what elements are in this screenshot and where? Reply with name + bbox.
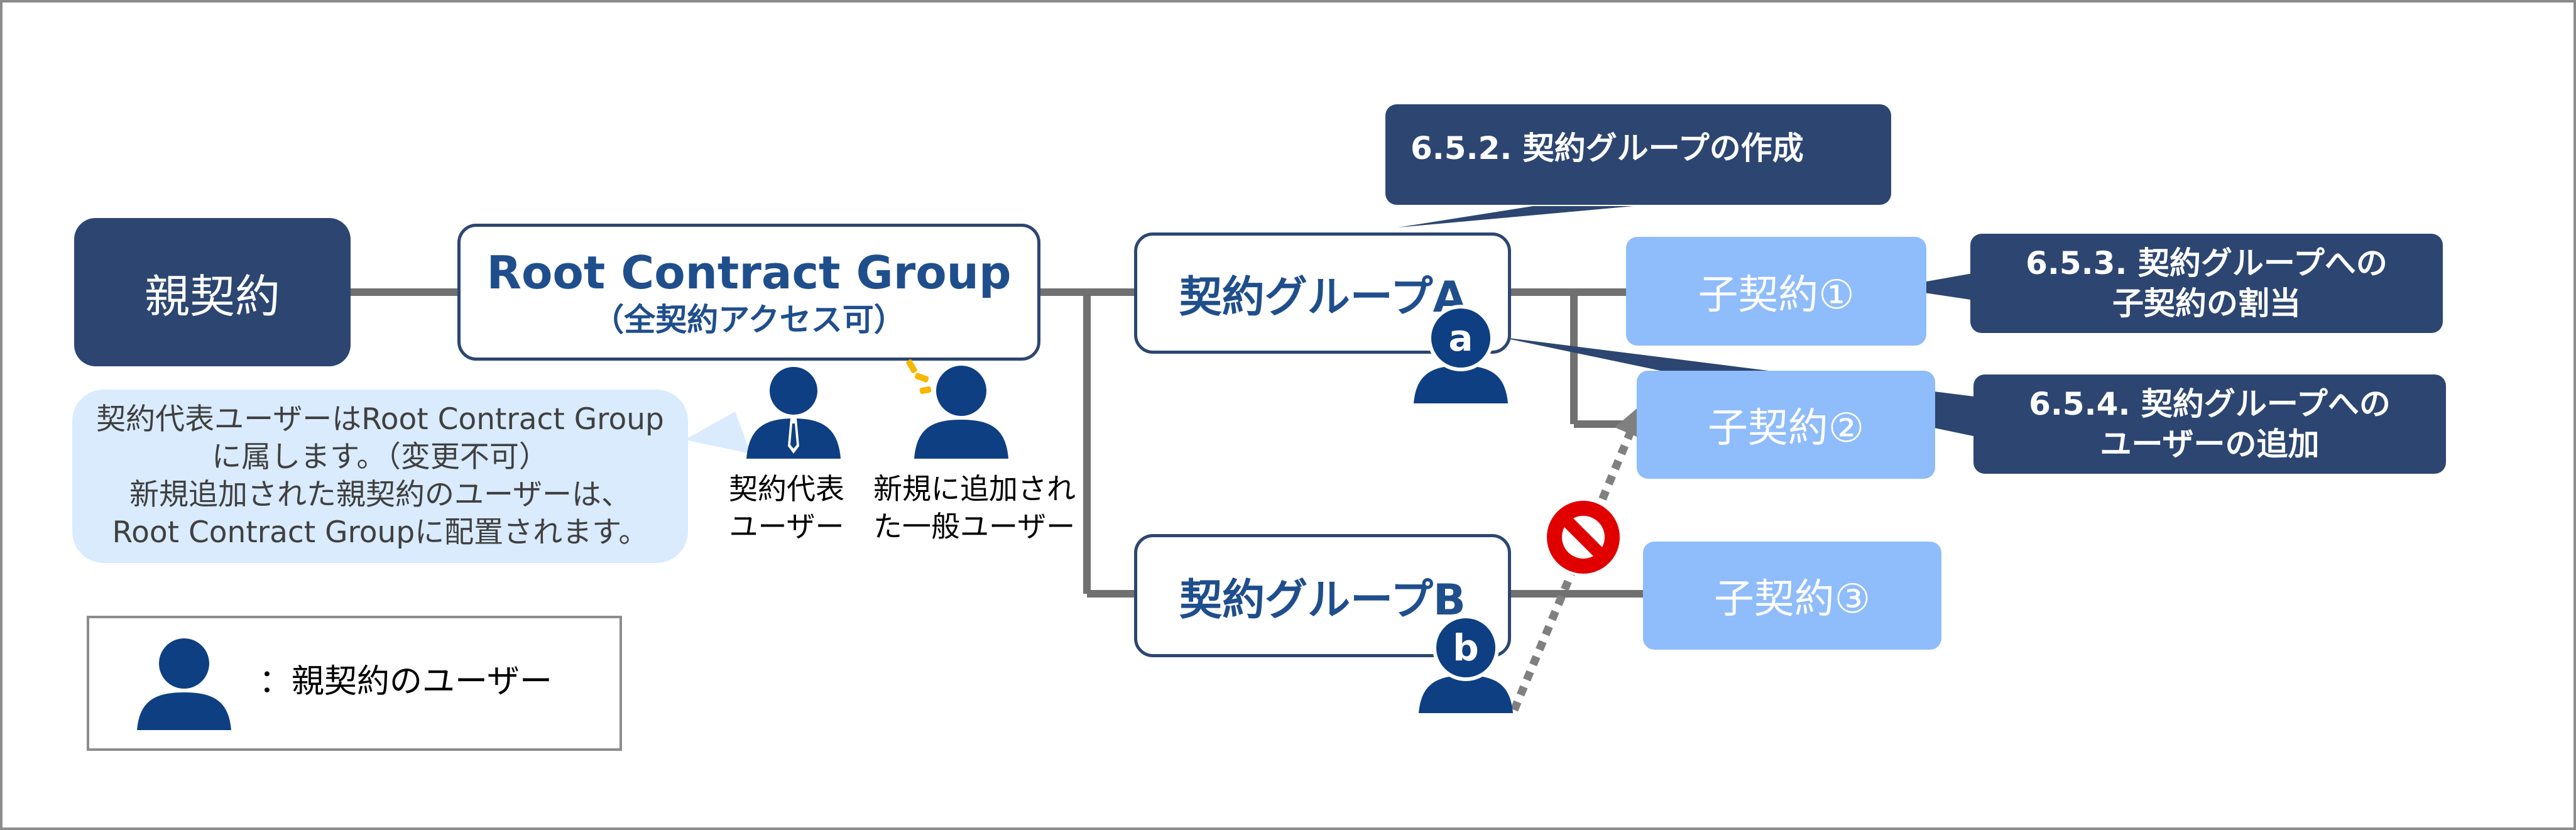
callout-create-group: 6.5.2. 契約グループの作成 [1385,104,1891,205]
callout-add-user: 6.5.4. 契約グループへの ユーザーの追加 [1973,374,2446,474]
root-group-title: Root Contract Group [486,246,1012,299]
group-b-label: 契約グループB [1179,575,1466,625]
child-3-label: 子契約③ [1713,576,1871,623]
note-line-4: Root Contract Groupに配置されます。 [112,515,648,550]
note-line-1: 契約代表ユーザーはRoot Contract Group [96,402,664,437]
callout-assign-child: 6.5.3. 契約グループへの 子契約の割当 [1970,234,2443,333]
note-line-3: 新規追加された親契約のユーザーは、 [129,478,631,512]
sparkle-icon [906,359,932,395]
callout-add-user-line-1: 6.5.4. 契約グループへの [2029,386,2391,422]
note-line-2: に属します。（変更不可） [212,440,548,474]
group-a-user-icon[interactable]: a [1414,303,1508,403]
group-a-label: 契約グループA [1179,273,1466,322]
new-user-label-line-2: た一般ユーザー [873,510,1076,543]
callout-assign-line-1: 6.5.3. 契約グループへの [2026,245,2388,281]
child-contract-1-node[interactable]: 子契約① [1626,237,1926,346]
child-2-label: 子契約② [1707,405,1865,452]
dotted-arrow [1510,403,1645,712]
child-contract-3-node[interactable]: 子契約③ [1643,542,1941,650]
badge-b: b [1453,626,1479,669]
callout-tail-create [1398,206,1634,227]
new-user-icon[interactable] [914,363,1008,459]
callout-assign-line-2: 子契約の割当 [2112,285,2301,322]
root-contract-group-node[interactable]: Root Contract Group （全契約アクセス可） [457,224,1040,361]
representative-label-line-1: 契約代表 [729,472,844,506]
badge-a: a [1448,317,1473,359]
representative-label-line-2: ユーザー [729,510,844,543]
note-tail [685,412,751,454]
root-group-subtitle: （全契約アクセス可） [592,302,905,338]
info-note: 契約代表ユーザーはRoot Contract Group に属します。（変更不可… [72,390,688,563]
no-entry-icon [1544,498,1622,576]
child-1-label: 子契約① [1698,271,1855,319]
parent-contract-node[interactable]: 親契約 [74,218,351,366]
legend-text: ：親契約のユーザー [259,663,552,701]
new-user-label-line-1: 新規に追加され [873,472,1076,506]
callout-create-group-text: 6.5.2. 契約グループの作成 [1411,130,1804,167]
new-user-label: 新規に追加され た一般ユーザー [873,470,1076,545]
group-b-user-icon[interactable]: b [1419,613,1513,713]
callout-add-user-line-2: ユーザーの追加 [2100,426,2320,462]
representative-user-icon[interactable] [746,364,841,459]
parent-contract-label: 親契約 [144,270,280,323]
representative-user-label: 契約代表 ユーザー [729,470,844,545]
legend-user-icon [137,638,231,730]
child-contract-2-node[interactable]: 子契約② [1637,371,1935,479]
